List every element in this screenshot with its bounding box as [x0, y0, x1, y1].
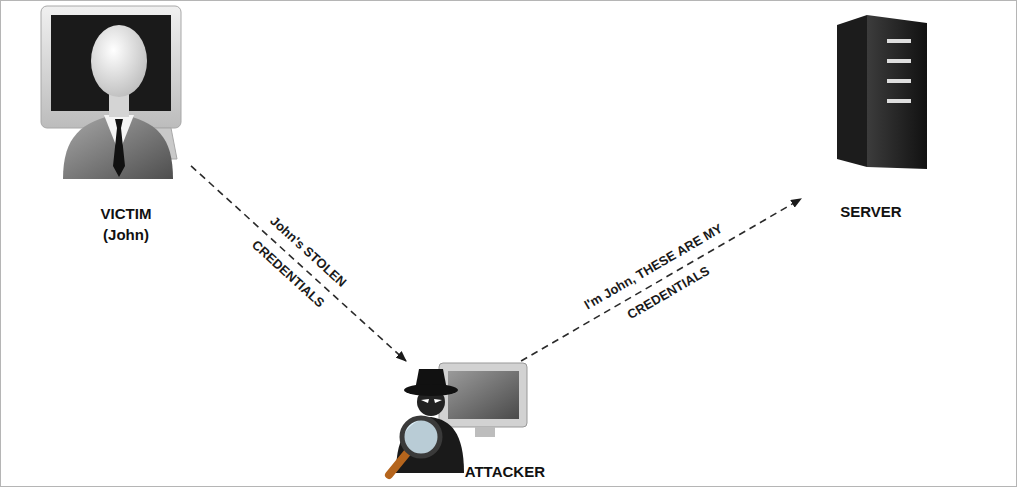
attacker-body [396, 417, 464, 473]
node-label: ATTACKER [421, 461, 545, 482]
dashed-arrow [191, 166, 406, 361]
server-side [837, 15, 867, 167]
dashed-arrow [521, 199, 801, 361]
attacker-illustration [389, 363, 527, 475]
node-label: VICTIM (John) [86, 203, 166, 245]
connector-label: I'm John, THESE ARE MY CREDENTIALS [557, 203, 764, 358]
attacker-eye [434, 399, 442, 403]
person-tie [113, 119, 125, 177]
attacker-hat-brim [404, 384, 458, 396]
server-front [867, 15, 927, 169]
person-body [63, 114, 173, 179]
attacker-eye [421, 399, 429, 403]
monitor-screen [448, 371, 519, 419]
server-illustration [837, 15, 927, 169]
magnifier-handle [389, 453, 407, 475]
connector-label: John's STOLEN CREDENTIALS [230, 198, 367, 330]
monitor-frame [439, 363, 527, 427]
magnifier-lens [402, 418, 440, 456]
monitor-stand [475, 427, 495, 437]
drive-bay [887, 79, 911, 83]
victim-node: VICTIM (John) [31, 1, 191, 246]
server-node: SERVER [801, 11, 941, 226]
victim-illustration [41, 6, 181, 179]
drive-bay [887, 59, 911, 63]
drive-bay [887, 99, 911, 103]
person-head [91, 25, 147, 97]
node-label: SERVER [816, 201, 926, 222]
monitor-frame [41, 6, 181, 128]
attacker-node: ATTACKER [381, 361, 551, 486]
drive-bay [887, 39, 911, 43]
